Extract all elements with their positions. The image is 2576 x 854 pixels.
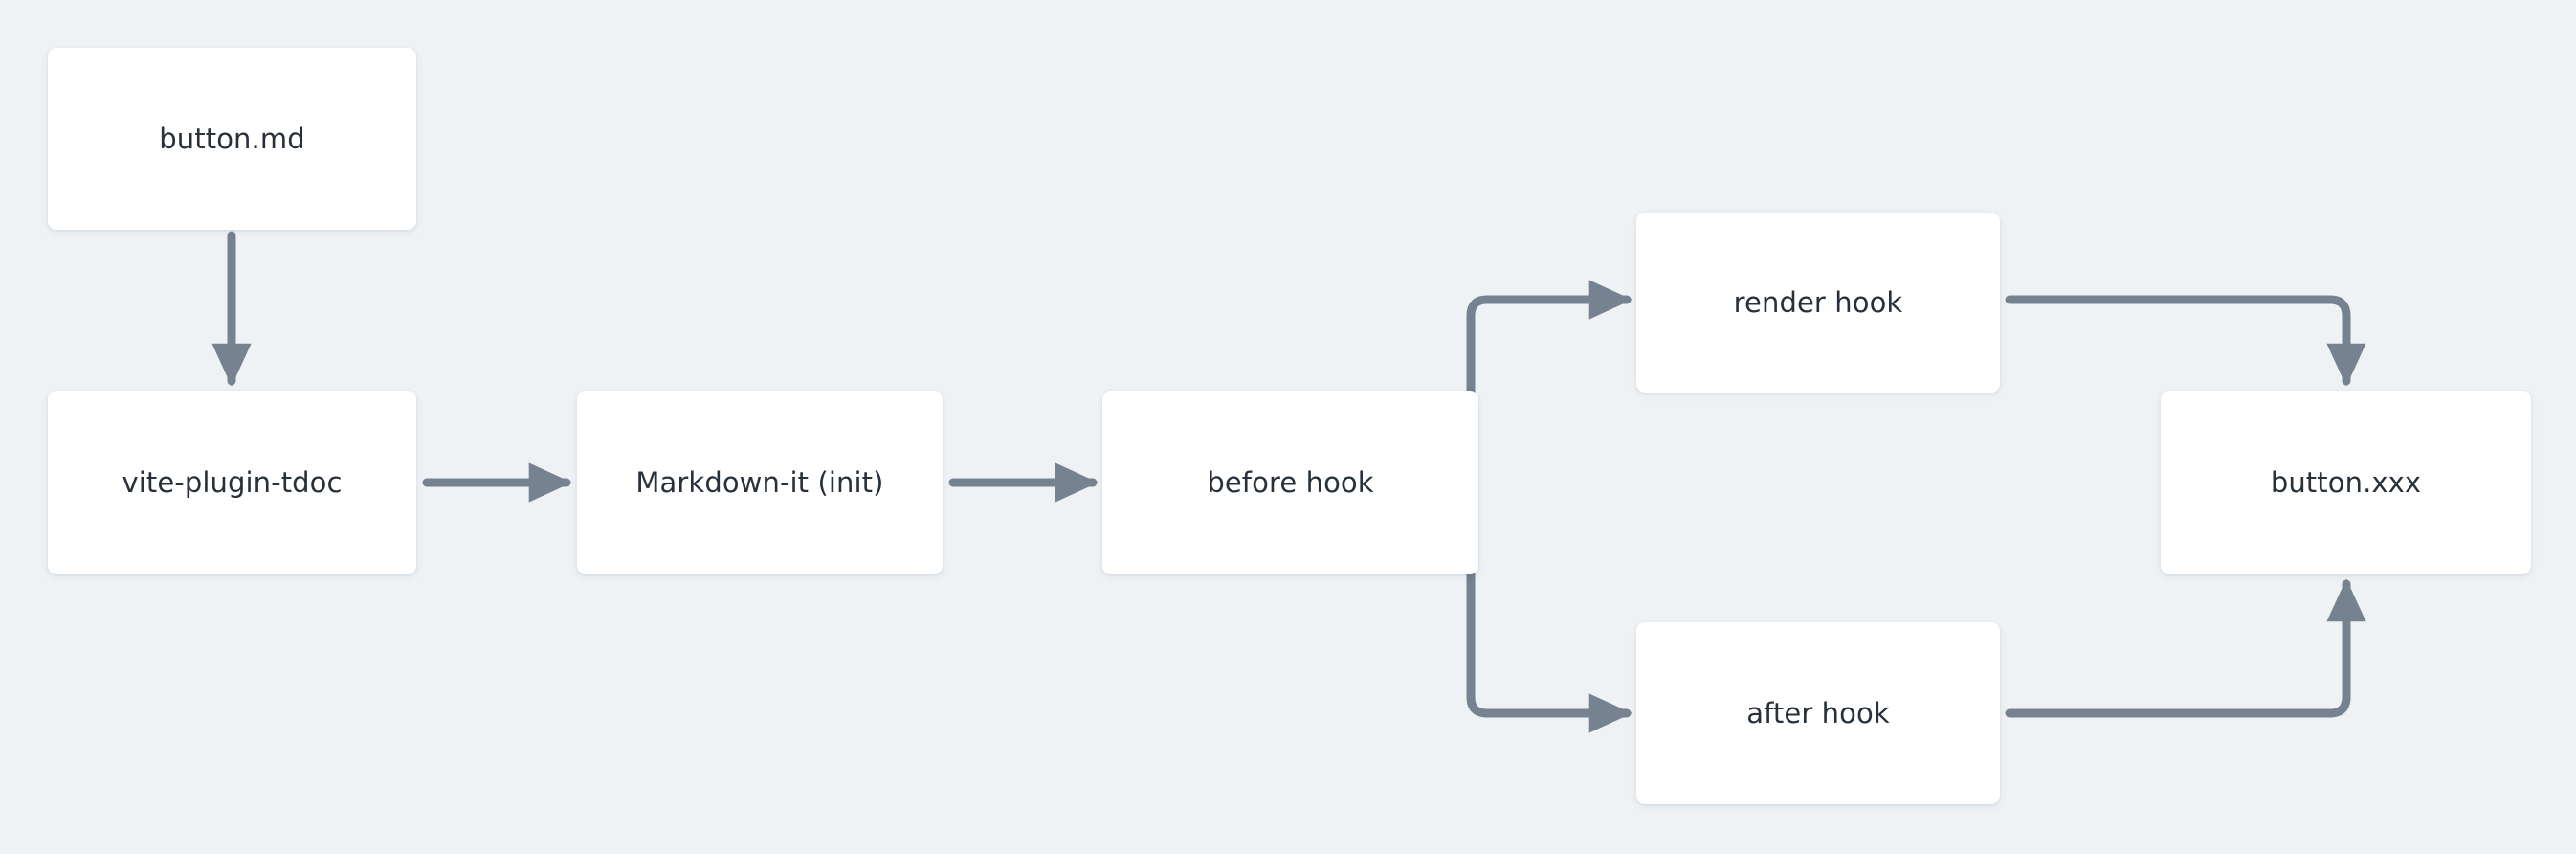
- edge-before-hook-to-after-hook: [1466, 491, 1632, 733]
- node-after-hook[interactable]: after hook: [1636, 622, 2000, 804]
- edge-render-hook-to-button-xxx: [2005, 295, 2366, 387]
- node-label-before-hook: before hook: [1207, 465, 1374, 499]
- node-label-after-hook: after hook: [1746, 696, 1890, 730]
- node-render-hook[interactable]: render hook: [1636, 213, 2000, 393]
- edge-before-hook-to-render-hook: [1466, 280, 1632, 474]
- edge-after-hook-to-button-xxx: [2005, 578, 2366, 718]
- node-label-render-hook: render hook: [1733, 285, 1903, 319]
- node-before-hook[interactable]: before hook: [1102, 391, 1478, 574]
- node-button-md[interactable]: button.md: [48, 48, 416, 230]
- node-button-xxx[interactable]: button.xxx: [2161, 391, 2531, 574]
- node-label-button-xxx: button.xxx: [2270, 465, 2422, 499]
- node-label-vite-plugin-tdoc: vite-plugin-tdoc: [122, 465, 343, 499]
- node-label-markdown-it: Markdown-it (init): [635, 465, 884, 499]
- node-markdown-it[interactable]: Markdown-it (init): [577, 391, 943, 574]
- node-vite-plugin-tdoc[interactable]: vite-plugin-tdoc: [48, 391, 416, 574]
- node-label-button-md: button.md: [159, 122, 305, 155]
